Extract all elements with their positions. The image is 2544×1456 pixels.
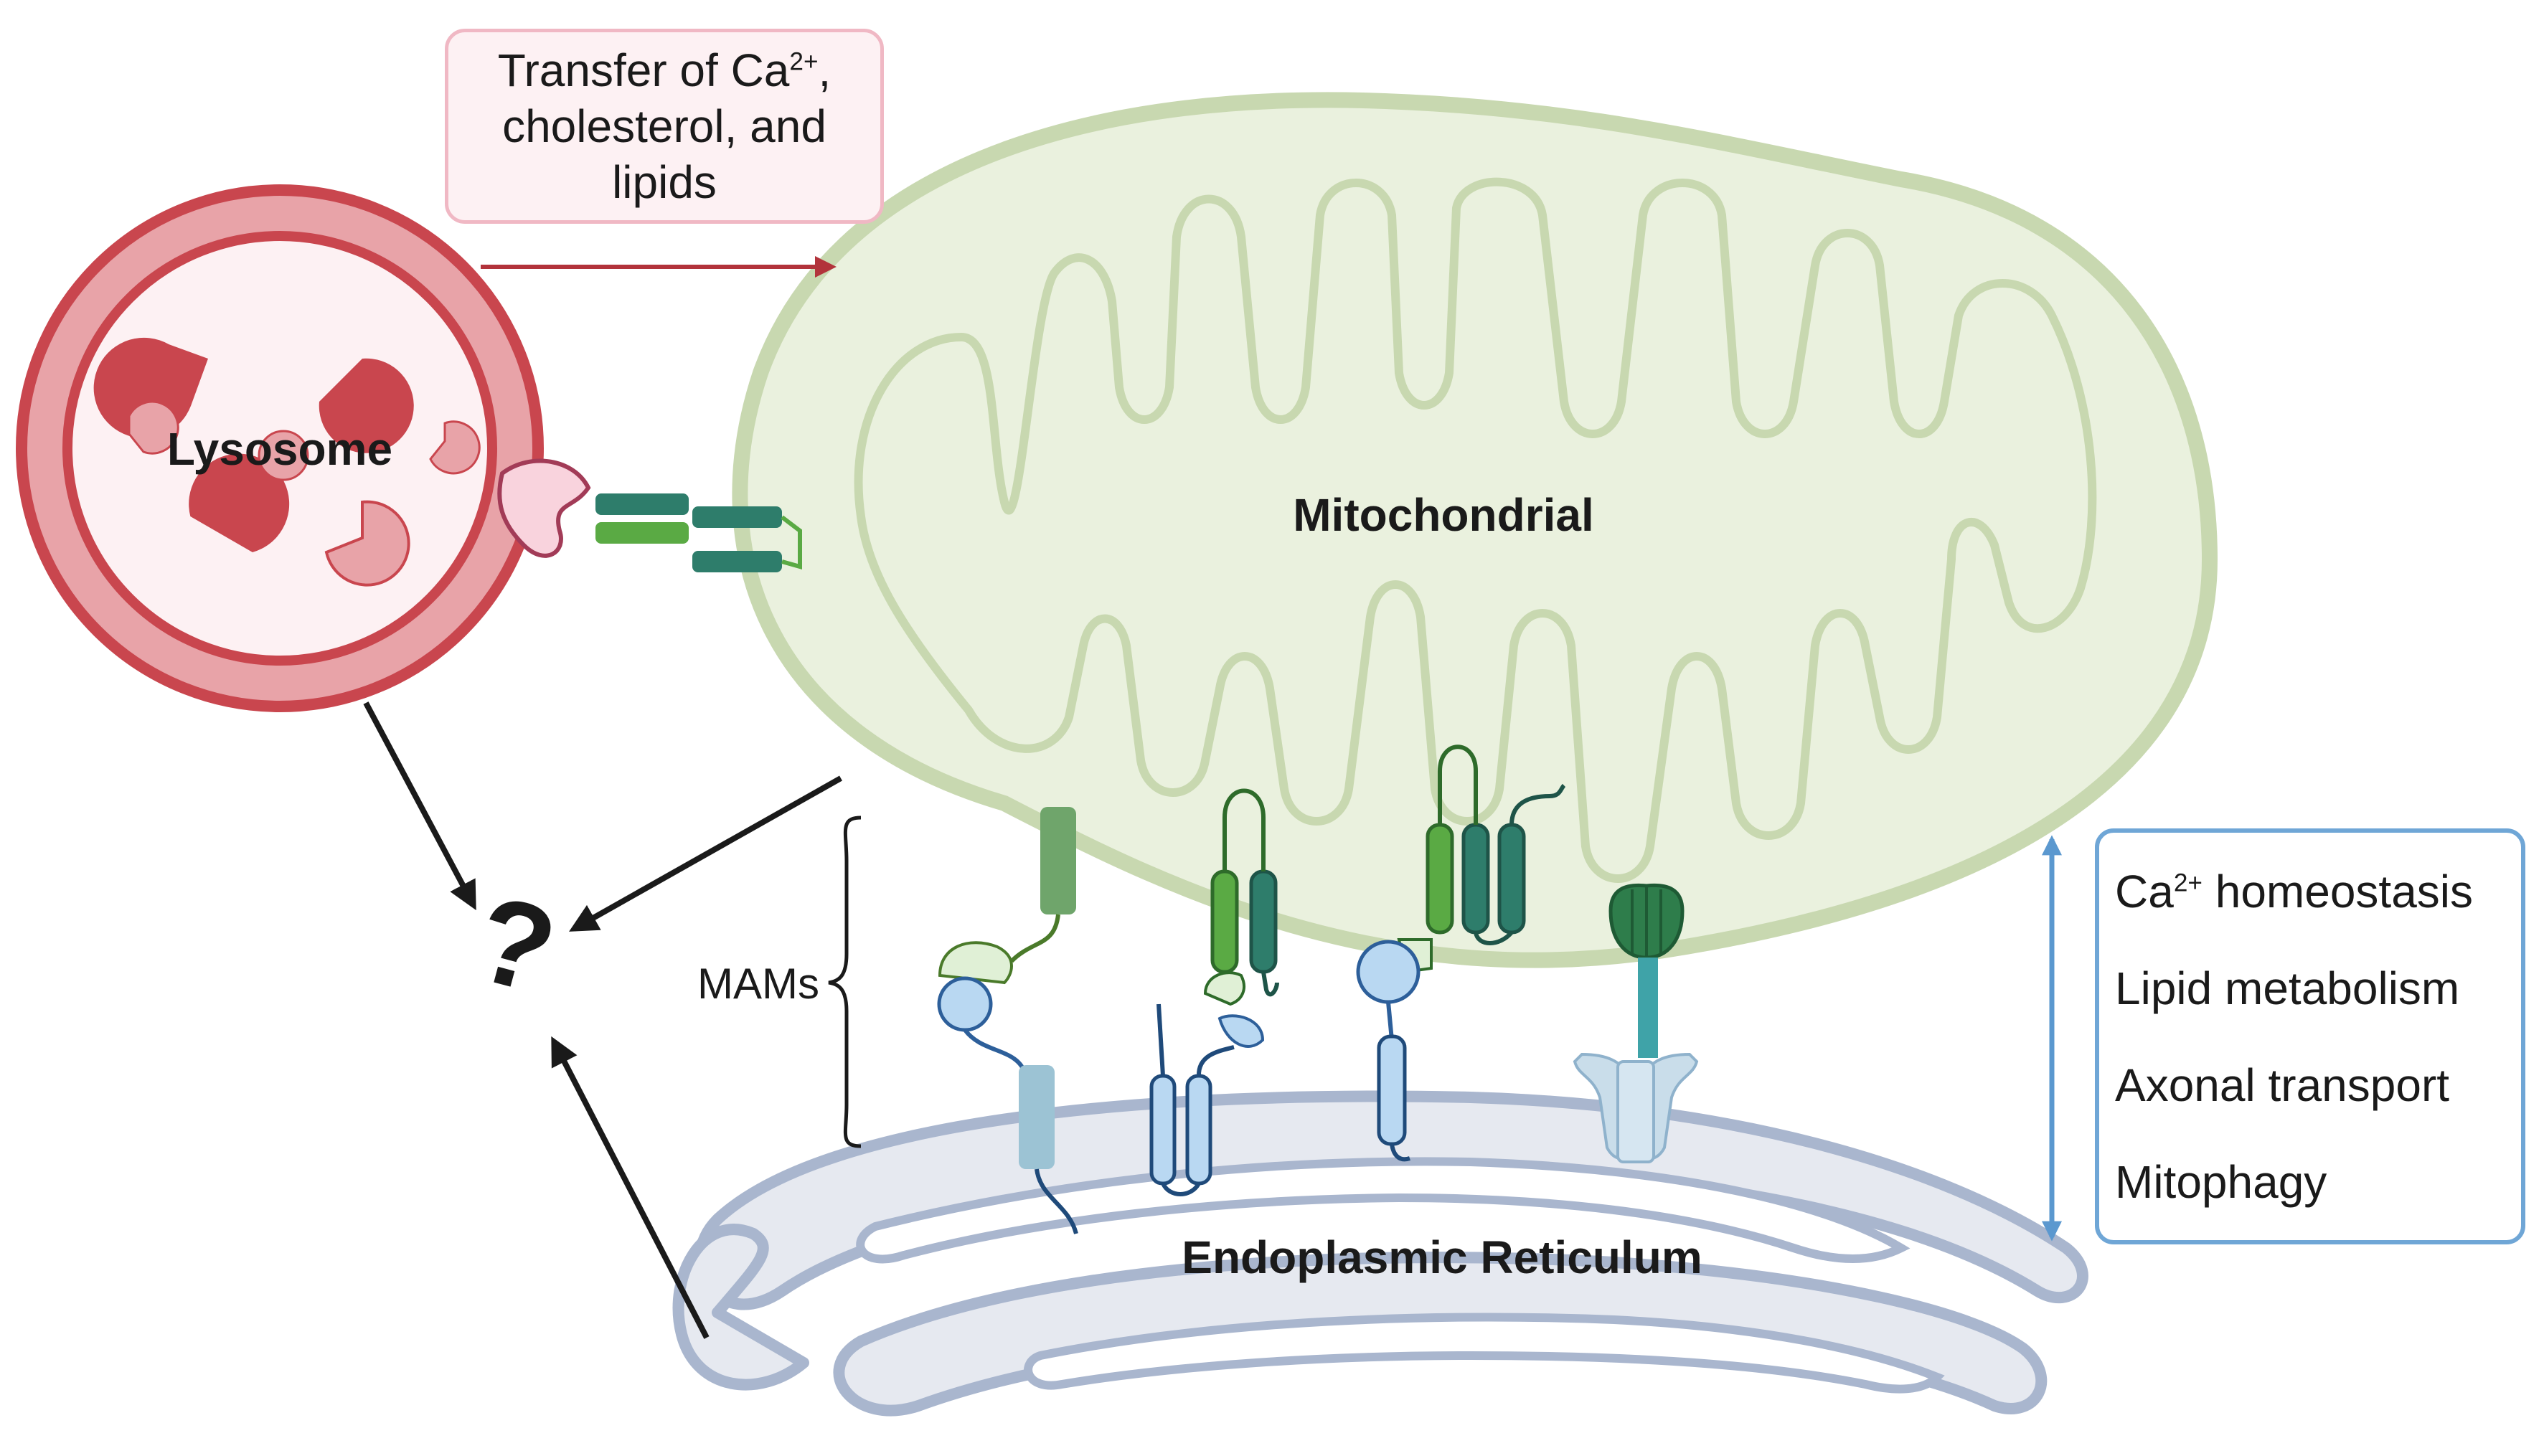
mito-to-question-arrow bbox=[569, 775, 842, 932]
question-mark: ? bbox=[462, 869, 569, 1020]
er-inner-lumen bbox=[856, 1157, 1945, 1394]
lysosome-to-question-arrow bbox=[363, 701, 476, 911]
function-axonal-transport: Axonal transport bbox=[2115, 1059, 2450, 1111]
transfer-line-1: Transfer of Ca2+, bbox=[497, 44, 831, 96]
transfer-line-3: lipids bbox=[612, 156, 717, 208]
mitochondrial-label: Mitochondrial bbox=[1293, 489, 1594, 541]
function-lipid-metabolism: Lipid metabolism bbox=[2115, 962, 2460, 1014]
er-to-question-arrow bbox=[551, 1036, 710, 1339]
mams-brace bbox=[828, 816, 862, 1148]
mam-functions-box: Ca2+ homeostasis Lipid metabolism Axonal… bbox=[2095, 828, 2525, 1244]
er-label: Endoplasmic Reticulum bbox=[1182, 1232, 1702, 1283]
enzyme-icon bbox=[189, 453, 290, 552]
enzyme-icon bbox=[324, 500, 410, 587]
lysosome-enzyme-icons bbox=[93, 337, 481, 587]
mam-protein-complex-3 bbox=[1356, 744, 1566, 1162]
enzyme-icon bbox=[258, 430, 309, 481]
function-mitophagy: Mitophagy bbox=[2115, 1155, 2327, 1208]
function-ca-homeostasis: Ca2+ homeostasis bbox=[2115, 865, 2473, 917]
enzyme-icon bbox=[128, 400, 179, 455]
mam-protein-complex-2 bbox=[1149, 788, 1279, 1196]
mitochondrion-shape bbox=[732, 92, 2218, 968]
enzyme-icon bbox=[319, 358, 414, 453]
mam-channel-complex bbox=[1573, 883, 1699, 1163]
tether-protein-icon bbox=[497, 458, 802, 572]
mams-label: MAMs bbox=[697, 960, 819, 1008]
mam-protein-complex-1 bbox=[937, 807, 1078, 1234]
lysosome-label: Lysosome bbox=[167, 423, 392, 475]
transfer-label-box: Transfer of Ca2+, cholesterol, and lipid… bbox=[445, 29, 884, 224]
transfer-line-2: cholesterol, and bbox=[502, 100, 826, 152]
enzyme-icon bbox=[429, 420, 481, 475]
enzyme-icon bbox=[93, 337, 208, 438]
